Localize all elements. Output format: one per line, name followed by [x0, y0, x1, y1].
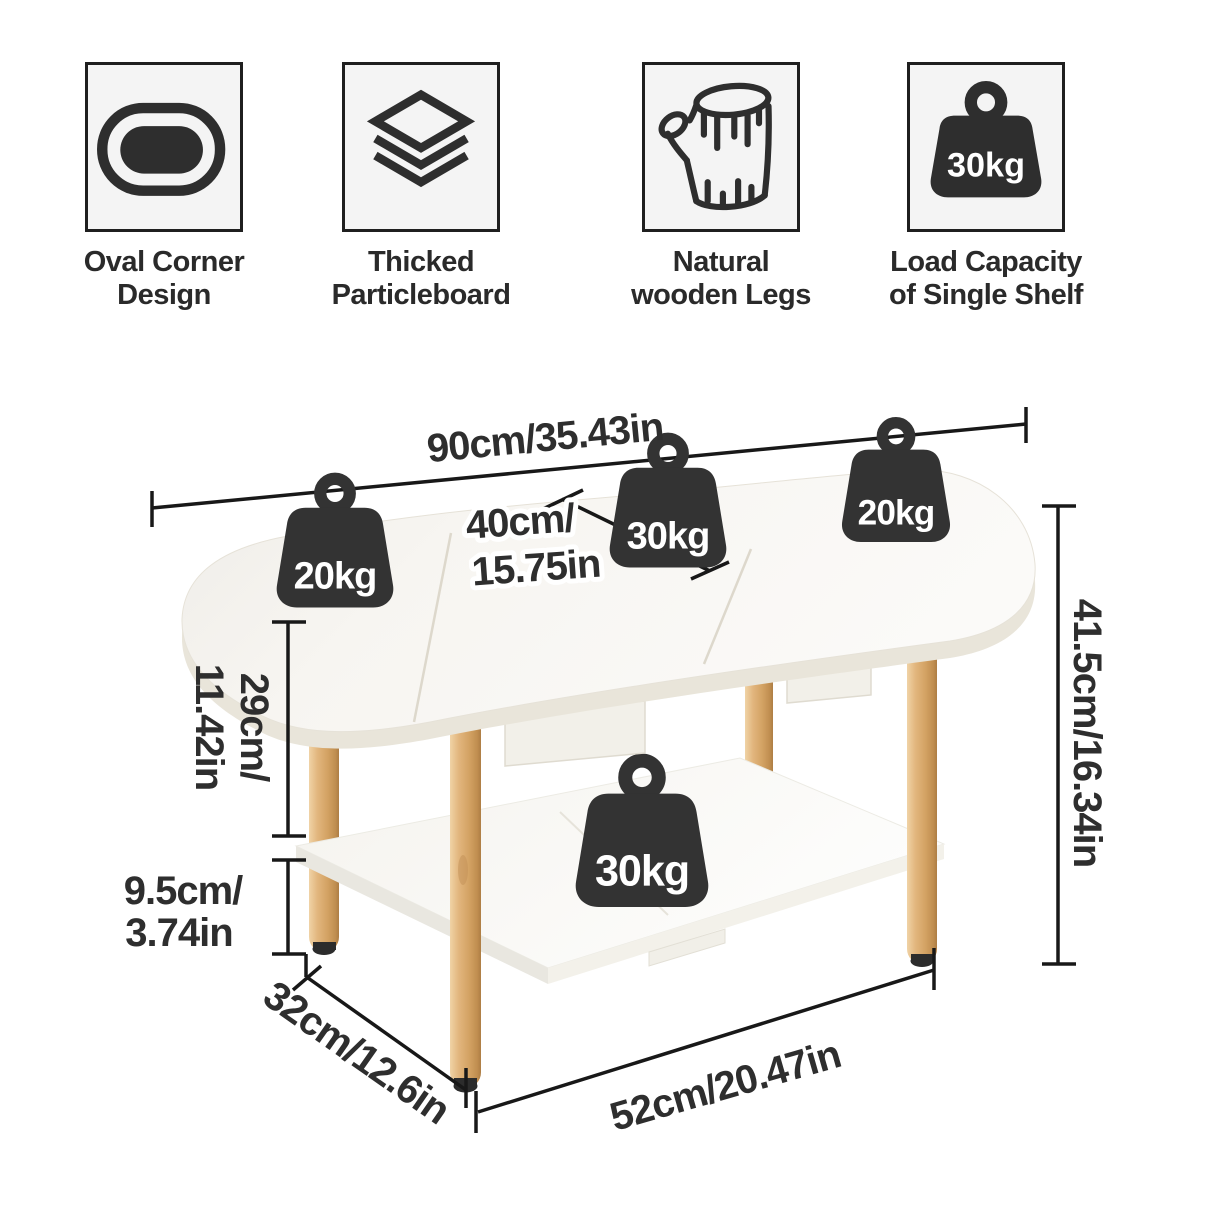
leg-foot-cap	[312, 943, 336, 955]
load-label: 30kg	[627, 516, 710, 558]
dimension-depth-label: 32cm/12.6in	[255, 973, 457, 1133]
weight-badge-top-right: 20kg	[841, 417, 951, 542]
shelf-tab	[648, 928, 726, 967]
feature-icon-box	[342, 62, 500, 232]
tabletop	[181, 469, 1036, 749]
table-leg-front-left	[450, 690, 481, 1093]
dimension-depth-line	[291, 964, 468, 1108]
dimension-tier-gap-line	[272, 620, 306, 838]
shelf-load-label: 30kg	[595, 847, 689, 895]
leg-foot-cap	[910, 955, 934, 967]
weight-icon: 30kg	[930, 80, 1042, 198]
stacked-boards-icon	[366, 89, 476, 188]
tabletop-seam	[702, 548, 753, 665]
dimension-leaf-label-line2: 15.75in	[470, 542, 601, 595]
dimension-tier-gap-label-line2: 11.42in	[187, 664, 231, 790]
feature-icon-box: 30kg	[907, 62, 1065, 232]
dimension-shelf-length-label: 52cm/20.47in	[605, 1032, 845, 1140]
weight-badge-shelf: 30kg	[575, 753, 709, 907]
dimension-height-line	[1042, 504, 1076, 966]
load-label: 20kg	[294, 556, 377, 598]
dimension-leaf-label-line1: 40cm/	[464, 496, 576, 548]
table-leg-front-right	[907, 630, 937, 967]
wood-log-icon	[658, 82, 772, 211]
dimension-ground-clearance-line	[272, 858, 308, 977]
dimension-height-label: 41.5cm/16.34in	[1065, 599, 1109, 867]
weight-badge-top-center: 30kg	[609, 432, 727, 568]
dimension-shelf-length-line	[474, 948, 936, 1133]
feature-icon-box	[642, 62, 800, 232]
tabletop-seam	[412, 532, 453, 723]
oval-corner-icon	[97, 102, 226, 196]
weight-badge-top-left: 20kg	[276, 472, 394, 608]
dimension-ground-clearance-label-line2: 3.74in	[125, 911, 232, 955]
icon-weight-value: 30kg	[947, 146, 1025, 184]
dimension-tier-gap-label-line1: 29cm/	[232, 673, 276, 782]
dimension-ground-clearance-label-line1: 9.5cm/	[124, 869, 243, 913]
feature-icon-box	[85, 62, 243, 232]
load-label: 20kg	[858, 493, 935, 532]
